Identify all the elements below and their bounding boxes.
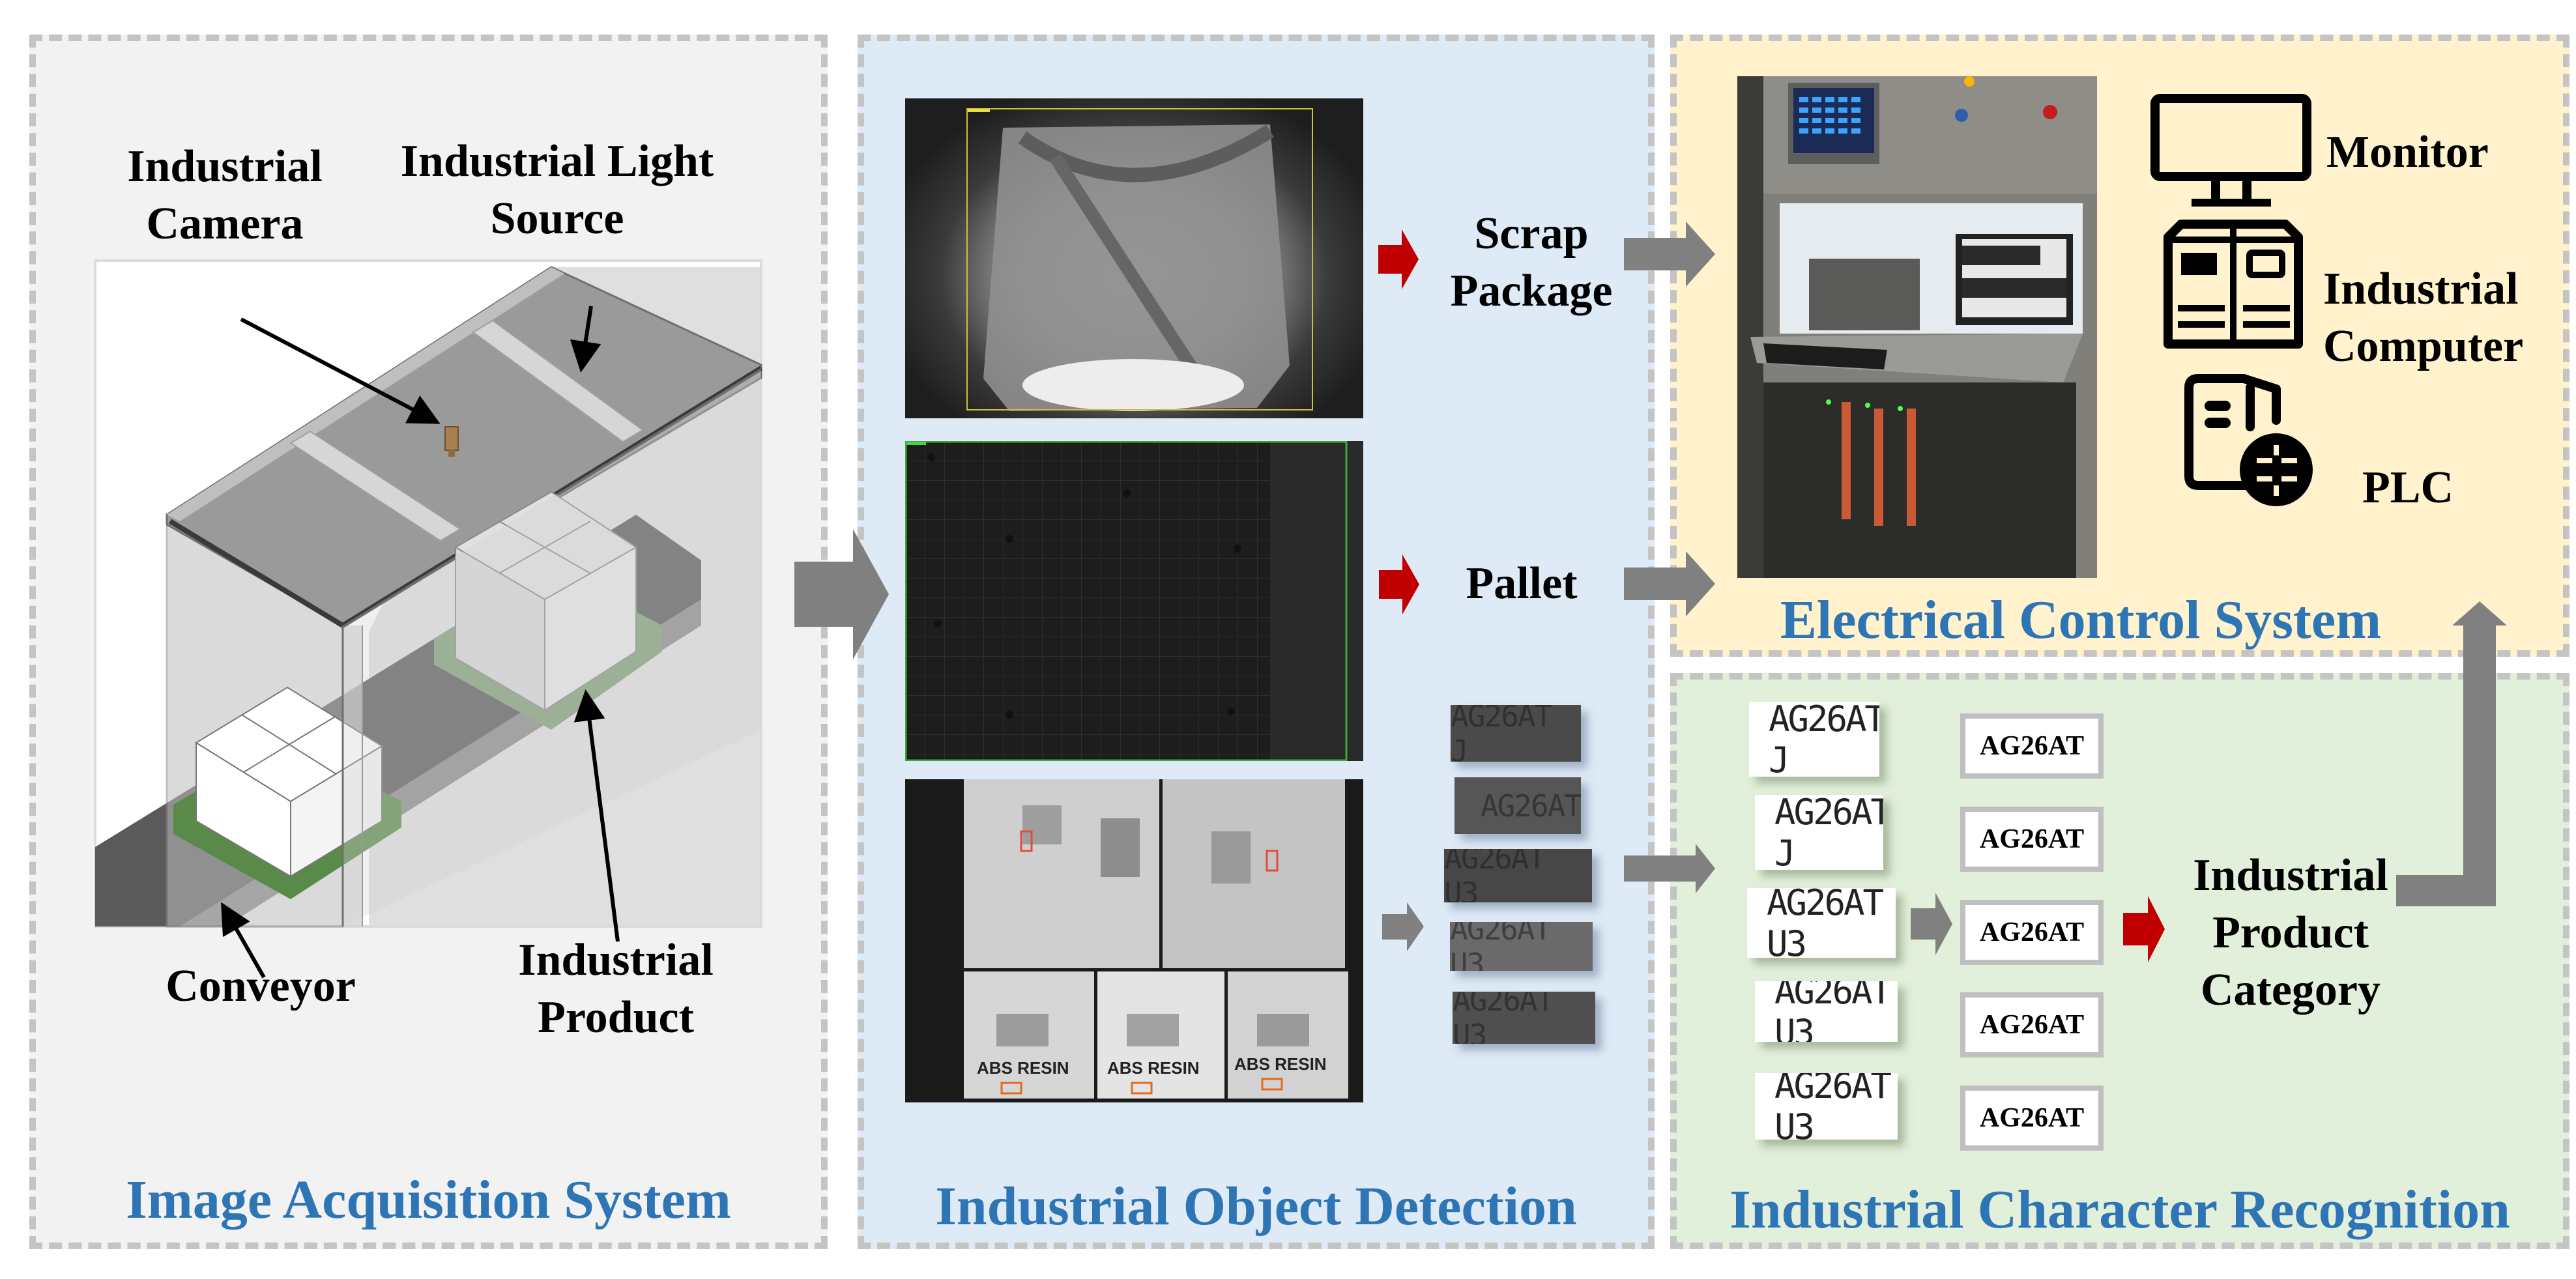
detected-text-crop: AG26AT U3 [1444,849,1592,902]
pallet-result: Pallet [1466,558,1578,609]
camera-label-line1: Industrial [127,141,323,192]
product-label: Industrial Product [476,932,756,1046]
ocr-result-box: AG26AT [1960,900,2104,965]
industrial-computer-label-line1: Industrial [2323,264,2519,314]
camera-label-line2: Camera [146,199,304,250]
light-pointer-arrow [570,306,601,373]
product-box-2 [434,491,662,730]
scrap-result-arrow [1378,229,1419,289]
recognition-title: Industrial Character Recognition [1729,1179,2510,1240]
industrial-pc-unit [1809,259,1920,330]
product-category-output: Industrial Product Category [2173,847,2408,1020]
industrial-computer-icon [2164,220,2303,349]
product-category-line2: Product [2212,908,2369,958]
light-bar-1 [289,430,461,542]
ocr-result-box: AG26AT [1960,713,2104,779]
light-source-label: Industrial Light Source [384,133,730,248]
enhanced-text-crop: AG26AT U3 [1747,888,1896,958]
acquisition-title: Image Acquisition System [126,1170,731,1230]
keyboard [1763,343,1887,369]
industrial-computer-label-line2: Computer [2323,321,2524,372]
scrap-result-line2: Package [1450,266,1613,317]
svg-text:ABS RESIN: ABS RESIN [977,1058,1069,1078]
camera-pointer-arrow [240,317,441,424]
product-pointer-arrow [573,689,620,942]
svg-text:ABS RESIN: ABS RESIN [1234,1054,1327,1074]
enhanced-text-crop: AG26AT U3 [1755,1073,1898,1140]
conveyor-label: Conveyor [166,961,356,1011]
category-to-control-arrow [2396,601,2507,906]
detection-title: Industrial Object Detection [935,1176,1577,1237]
control-title: Electrical Control System [1780,590,2382,650]
detected-text-crop: AG26AT J [1451,705,1581,762]
inspection-station-diagram [94,259,763,928]
ocr-result-box: AG26AT [1960,1085,2104,1151]
product-label-line2: Product [538,992,694,1043]
plc-icon [2184,374,2313,506]
pallet-to-control-arrow [1624,551,1715,616]
control-cabinet-photo [1737,76,2097,578]
light-source-label-line2: Source [490,194,624,244]
camera-label: Industrial Camera [98,138,352,253]
ocr-result-box: AG26AT [1960,807,2104,872]
enhanced-text-crop: AG26AT J [1755,795,1883,870]
monitor-icon [2150,94,2311,207]
product-category-line1: Industrial [2193,850,2388,900]
scrap-to-control-arrow [1624,222,1715,287]
pallet-result-arrow [1379,554,1419,614]
svg-text:ABS RESIN: ABS RESIN [1107,1058,1200,1078]
product-box-1 [173,686,401,899]
pallet-image [905,441,1363,761]
enhanced-text-crop: AG26AT U3 [1755,981,1898,1042]
camera-model [444,426,459,457]
detected-text-crop: AG26AT U3 [1450,922,1593,971]
callout-arrows [221,306,620,979]
scrap-package-image [905,98,1363,418]
conveyor-pointer-arrow [221,902,266,979]
detection-to-recognition-arrow [1624,844,1715,893]
detected-text-crop: AG26AT [1454,777,1581,834]
crop-to-ocr-arrow [1911,893,1952,955]
acquisition-to-detection-arrow [794,529,889,659]
light-source-label-line1: Industrial Light [400,136,714,186]
ocr-result-box: AG26AT [1960,992,2104,1057]
plc-label: PLC [2362,463,2453,513]
enhanced-text-crop: AG26AT J [1749,702,1879,777]
detection-box [905,441,1348,761]
monitor-label: Monitor [2326,127,2489,177]
product-category-line3: Category [2200,965,2381,1016]
category-result-arrow [2123,896,2165,962]
crop-extraction-arrow [1382,902,1424,951]
scrap-package-result: Scrap Package [1440,205,1623,320]
industrial-computer-label: Industrial Computer [2323,261,2523,375]
detected-text-crop: AG26AT U3 [1453,992,1595,1044]
product-label-line1: Industrial [518,935,714,985]
light-bar-2 [472,319,644,443]
scrap-result-line1: Scrap [1474,208,1589,259]
resin-bags-image: ABS RESIN ABS RESIN ABS RESIN [905,779,1363,1102]
detection-box [966,108,1313,410]
bulk-bag-shape [983,124,1290,411]
